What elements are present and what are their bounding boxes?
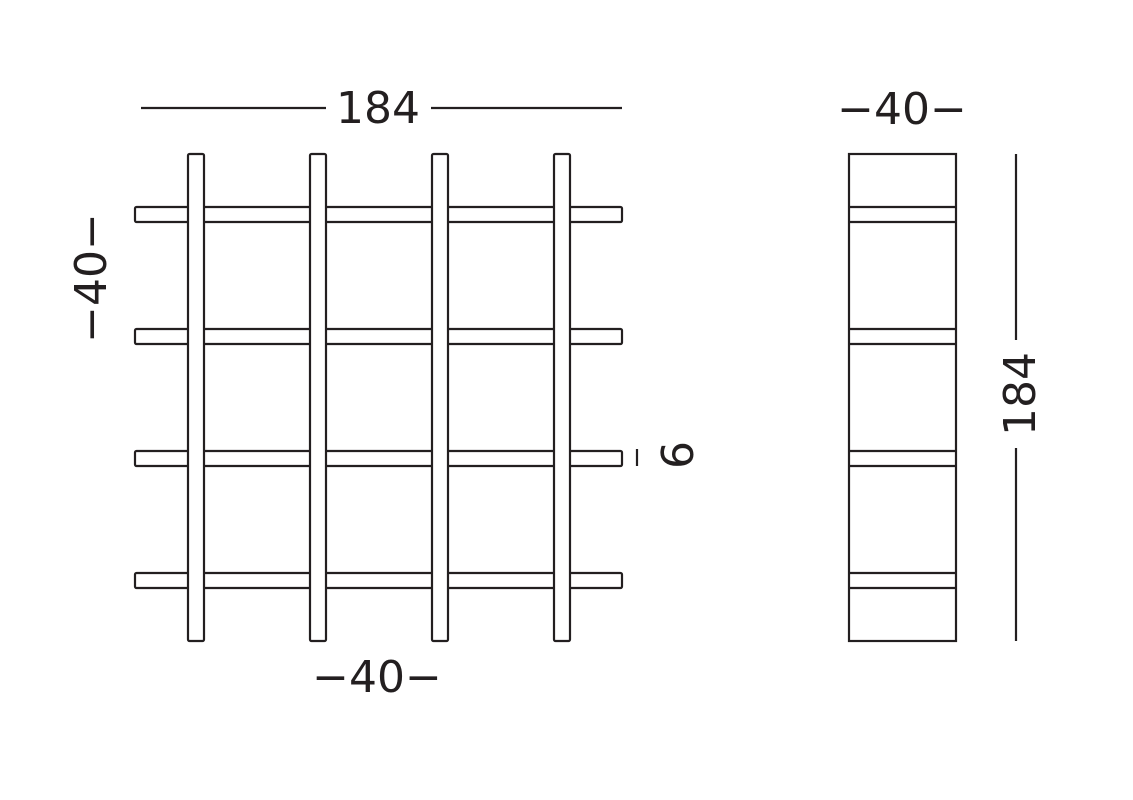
thickness-dimension: 6 [635,441,704,469]
side-shelf-edges [849,205,956,590]
upright-2 [308,152,328,643]
width-label: 184 [336,83,420,134]
horizontal-shelves [133,205,624,590]
height-dimension: 184 [995,154,1046,641]
shelf-3 [133,449,624,468]
shelf-4 [133,571,624,590]
shelf-1 [133,205,624,224]
horizontal-spacing-label: −40− [312,652,442,703]
vertical-uprights [186,152,572,643]
upright-3 [430,152,450,643]
thickness-label: 6 [653,441,704,469]
upright-4 [552,152,572,643]
shelf-2 [133,327,624,346]
upright-1 [186,152,206,643]
depth-label: −40− [837,84,967,135]
side-view: −40− 184 [837,84,1046,643]
vertical-spacing-label: −40− [66,213,117,343]
side-panel [847,152,958,643]
width-dimension: 184 [141,83,622,134]
front-view: 184 −40− −40− 6 [66,83,704,703]
height-label: 184 [995,352,1046,436]
